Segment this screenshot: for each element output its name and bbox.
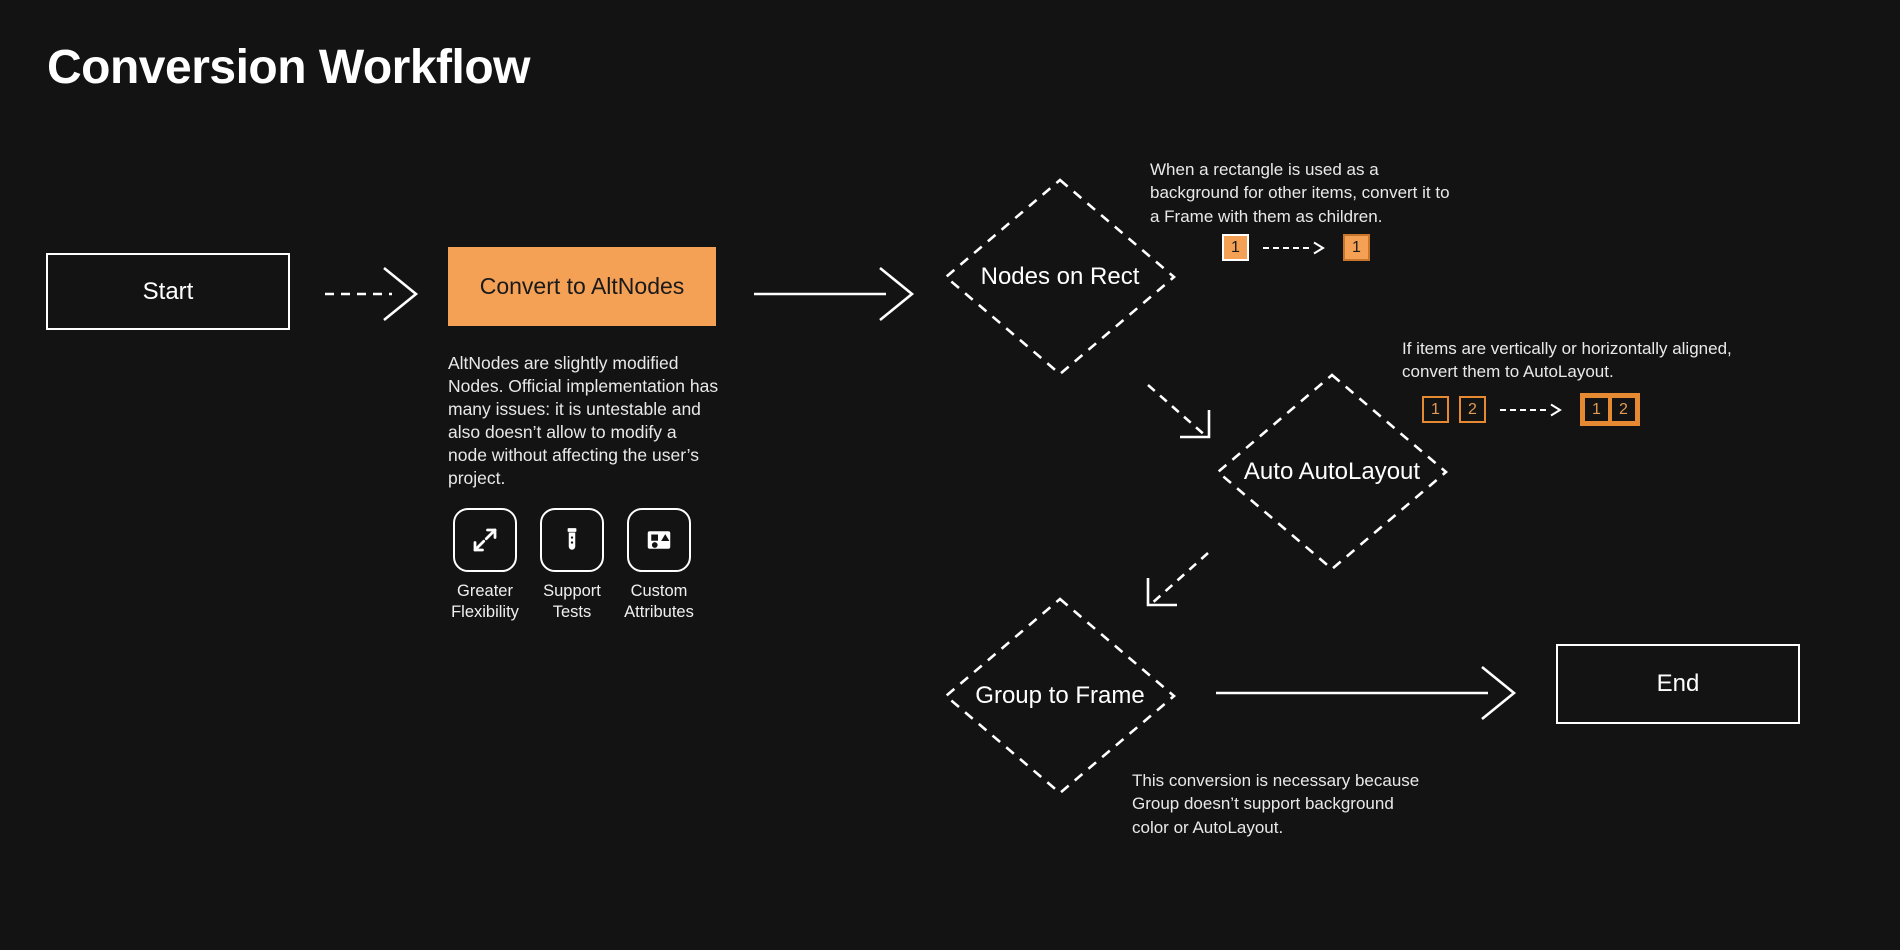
node-convert-to-altnodes[interactable]: Convert to AltNodes [448,247,716,326]
node-nodes-on-rect-label: Nodes on Rect [980,263,1140,290]
badge-before-2: 2 [1459,396,1486,423]
node-group-to-frame[interactable]: Group to Frame [943,596,1177,796]
feature-list: Greater Flexibility Support Tests [451,508,694,622]
node-nodes-on-rect[interactable]: Nodes on Rect [943,177,1177,377]
test-tube-icon [540,508,604,572]
feature-label: Custom Attributes [624,582,694,621]
diamond-shape [943,597,1177,795]
transform-arrow-icon [1263,241,1329,255]
badge-before-1: 1 [1422,396,1449,423]
note-group-to-frame: This conversion is necessary because Gro… [1132,771,1420,837]
edge-start-to-convert [325,266,419,322]
diamond-shape [943,178,1177,376]
badge-before-1: 1 [1222,234,1249,261]
badge-after-1: 1 [1583,396,1610,423]
node-group-to-frame-label: Group to Frame [975,682,1145,709]
node-end-label: End [1656,670,1700,697]
expand-arrows-icon [453,508,517,572]
page-title: Conversion Workflow [47,41,531,94]
node-start[interactable]: Start [46,253,290,330]
node-end[interactable]: End [1556,644,1800,724]
badge-after-1: 1 [1343,234,1370,261]
edge-grouptoframe-to-end [1216,665,1517,721]
node-auto-autolayout[interactable]: Auto AutoLayout [1215,372,1449,572]
convert-description: AltNodes are slightly modified Nodes. Of… [448,353,719,489]
node-auto-autolayout-label: Auto AutoLayout [1243,458,1421,485]
badge-example-nodes-on-rect: 1 1 [1222,234,1370,261]
node-convert-label: Convert to AltNodes [479,273,685,299]
note-auto-autolayout: If items are vertically or horizontally … [1402,339,1732,382]
badge-after-group: 1 2 [1580,393,1640,426]
feature-greater-flexibility[interactable]: Greater Flexibility [451,508,519,622]
badge-example-auto-autolayout: 1 2 1 2 [1422,393,1640,426]
note-nodes-on-rect: When a rectangle is used as a background… [1150,160,1450,226]
feature-custom-attributes[interactable]: Custom Attributes [624,508,694,622]
edge-convert-to-nodeson rect [754,266,915,322]
edge-nodesonrect-to-autoautolayout [1147,384,1211,439]
badge-after-2: 2 [1610,396,1637,423]
diamond-shape [1215,373,1449,571]
feature-support-tests[interactable]: Support Tests [539,508,605,622]
shapes-icon [627,508,691,572]
transform-arrow-icon [1500,403,1566,417]
feature-label: Greater Flexibility [451,582,519,621]
node-start-label: Start [142,277,194,305]
feature-label: Support Tests [543,582,601,621]
